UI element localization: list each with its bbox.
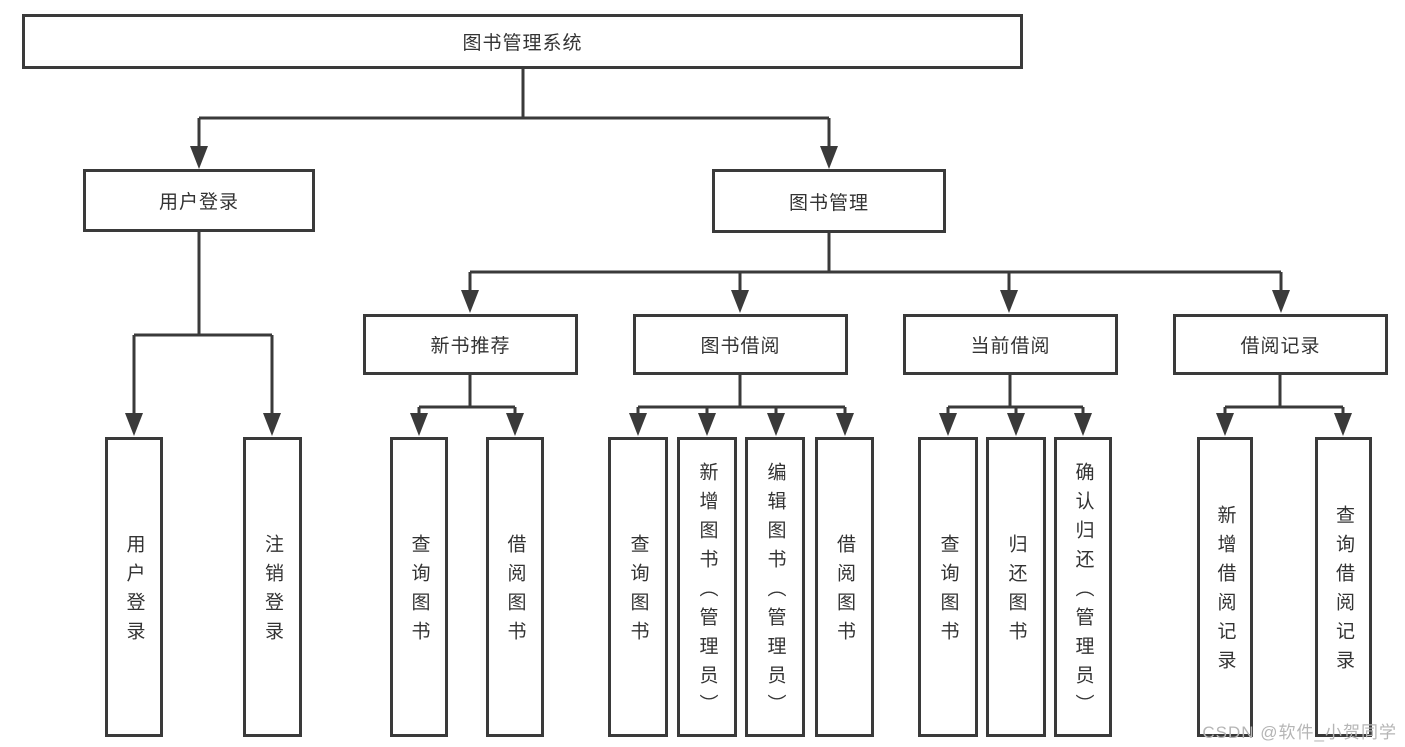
arrowheads-book-borrowing <box>629 413 854 436</box>
node-label: 编辑图书（管理员） <box>764 461 786 723</box>
node-library-management-system: 图书管理系统 <box>22 14 1023 69</box>
leaf-return-books: 归还图书 <box>986 437 1046 737</box>
leaf-borrow-books: 借阅图书 <box>815 437 874 737</box>
node-borrowing-records: 借阅记录 <box>1173 314 1388 375</box>
leaf-borrow-books-recommend: 借阅图书 <box>486 437 544 737</box>
leaf-add-book-admin: 新增图书（管理员） <box>677 437 737 737</box>
leaf-query-borrow-record: 查询借阅记录 <box>1315 437 1372 737</box>
node-book-borrowing: 图书借阅 <box>633 314 848 375</box>
connector-book-borrowing <box>636 375 847 414</box>
node-label: 图书管理系统 <box>462 33 583 54</box>
leaf-user-login: 用户登录 <box>105 437 163 737</box>
node-label: 新增借阅记录 <box>1214 505 1236 679</box>
leaf-edit-book-admin: 编辑图书（管理员） <box>745 437 805 737</box>
node-label: 新书推荐 <box>430 336 511 357</box>
node-label: 借阅图书 <box>834 534 855 650</box>
leaf-query-books-recommend: 查询图书 <box>390 437 448 737</box>
leaf-query-books-borrowing: 查询图书 <box>608 437 668 737</box>
node-label: 查询图书 <box>937 534 959 650</box>
arrowheads-user-login <box>125 413 281 436</box>
connector-root-to-level2 <box>197 69 831 148</box>
arrowheads-new-book-recommendation <box>410 413 524 436</box>
node-book-management: 图书管理 <box>712 169 946 233</box>
leaf-confirm-return-admin: 确认归还（管理员） <box>1054 437 1112 737</box>
node-label: 借阅记录 <box>1240 336 1321 357</box>
node-label: 确认归还（管理员） <box>1072 461 1094 723</box>
node-label: 查询图书 <box>408 534 430 650</box>
arrowheads-borrowing-records <box>1216 413 1352 436</box>
connector-user-login-to-leaves <box>132 232 274 414</box>
connector-book-management-to-level3 <box>468 233 1283 290</box>
leaf-add-borrow-record: 新增借阅记录 <box>1197 437 1253 737</box>
node-label: 新增图书（管理员） <box>696 461 718 723</box>
node-label: 图书借阅 <box>700 336 781 357</box>
node-label: 用户登录 <box>158 192 239 213</box>
node-user-login: 用户登录 <box>83 169 315 232</box>
leaf-query-books-current: 查询图书 <box>918 437 978 737</box>
connector-current-borrowing <box>946 375 1085 414</box>
leaf-logout: 注销登录 <box>243 437 302 737</box>
node-label: 图书管理 <box>788 192 869 214</box>
node-label: 借阅图书 <box>504 534 526 650</box>
node-label: 用户登录 <box>123 534 145 650</box>
node-label: 查询借阅记录 <box>1333 505 1354 679</box>
node-label: 归还图书 <box>1005 534 1027 650</box>
connector-borrowing-records <box>1223 375 1345 414</box>
node-current-borrowing: 当前借阅 <box>903 314 1118 375</box>
node-label: 注销登录 <box>262 534 283 650</box>
node-new-book-recommendation: 新书推荐 <box>363 314 578 375</box>
arrowheads-current-borrowing <box>939 413 1092 436</box>
node-label: 查询图书 <box>627 534 649 650</box>
arrowheads-book-management <box>461 290 1290 313</box>
node-label: 当前借阅 <box>970 336 1051 357</box>
arrowheads-root-to-level2 <box>190 146 838 169</box>
watermark: CSDN @软件_小贺同学 <box>1202 723 1397 742</box>
connector-new-book-recommendation <box>417 375 517 414</box>
